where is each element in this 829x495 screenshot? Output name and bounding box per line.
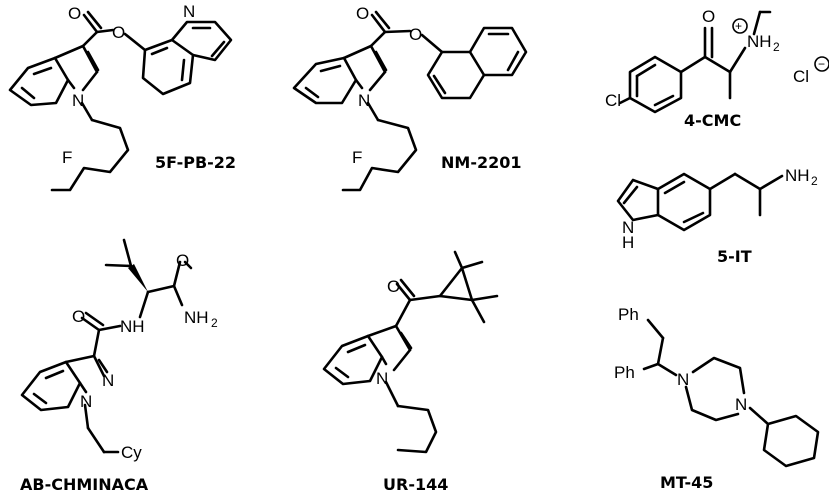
positive-charge-sign: + [735,19,742,33]
indole-nitrogen-label: N [72,91,84,110]
ester-oxygen-label: O [112,23,125,42]
amide-oxygen-label: O [72,307,85,326]
fluorine-label: F [62,148,72,167]
positive-charge-circle [732,18,748,34]
amine-subscript: 2 [811,174,818,188]
amide-nh-label: NH [120,317,145,336]
quinoline-nitrogen-label: N [183,2,195,21]
ester-oxygen-label: O [409,25,422,44]
negative-charge-sign: − [818,57,825,71]
structure-ab-chminaca: O NH O NH 2 N N Cy AB-CHMINACA [20,238,218,494]
ammonium-label: NH [747,32,772,51]
structure-4-cmc: O Cl NH 2 + Cl − 4-CMC [605,7,829,130]
indole-nitrogen-label: N [376,369,388,388]
fluorine-label: F [352,148,362,167]
piperazine-nitrogen-1-label: N [677,370,689,389]
carbonyl-oxygen-label: O [702,7,715,26]
structure-ur-144: O N UR-144 [322,250,499,494]
compound-name-5-it: 5-IT [717,247,752,266]
indole-nitrogen-label: N [622,218,634,237]
terminal-amine-label: NH [184,308,209,327]
indole-hydrogen-label: H [622,233,634,252]
carbonyl-oxygen-label: O [68,4,81,23]
carbonyl-oxygen-label: O [387,277,400,296]
compound-name-ur-144: UR-144 [383,475,448,494]
structure-mt-45: Ph Ph N N MT-45 [614,305,820,492]
phenyl-2-label: Ph [614,363,635,382]
piperazine-nitrogen-2-label: N [735,395,747,414]
compound-name-ab-chminaca: AB-CHMINACA [20,475,149,494]
indazole-nitrogen-2-label: N [102,371,114,390]
phenyl-1-label: Ph [618,305,639,324]
terminal-oxygen-label: O [176,251,189,270]
structure-nm-2201: O O N F NM-2201 [292,4,528,192]
carbonyl-oxygen-label: O [356,4,369,23]
compound-name-mt-45: MT-45 [660,473,713,492]
structure-5f-pb-22: O O N N F 5F-PB-22 [8,2,236,192]
compound-name-nm-2201: NM-2201 [441,153,521,172]
compound-name-4-cmc: 4-CMC [684,111,741,130]
cyclohexyl-label: Cy [121,443,142,462]
structure-5-it: NH 2 N H 5-IT [616,166,818,266]
amine-label: NH [785,166,810,185]
compound-name-5f-pb-22: 5F-PB-22 [155,153,236,172]
terminal-amine-subscript: 2 [211,316,218,330]
counterion-label: Cl [793,67,809,86]
indole-nitrogen-label: N [358,91,370,110]
chlorine-label: Cl [605,91,621,110]
ammonium-subscript: 2 [773,40,780,54]
indazole-nitrogen-1-label: N [80,392,92,411]
negative-charge-circle [814,56,829,72]
